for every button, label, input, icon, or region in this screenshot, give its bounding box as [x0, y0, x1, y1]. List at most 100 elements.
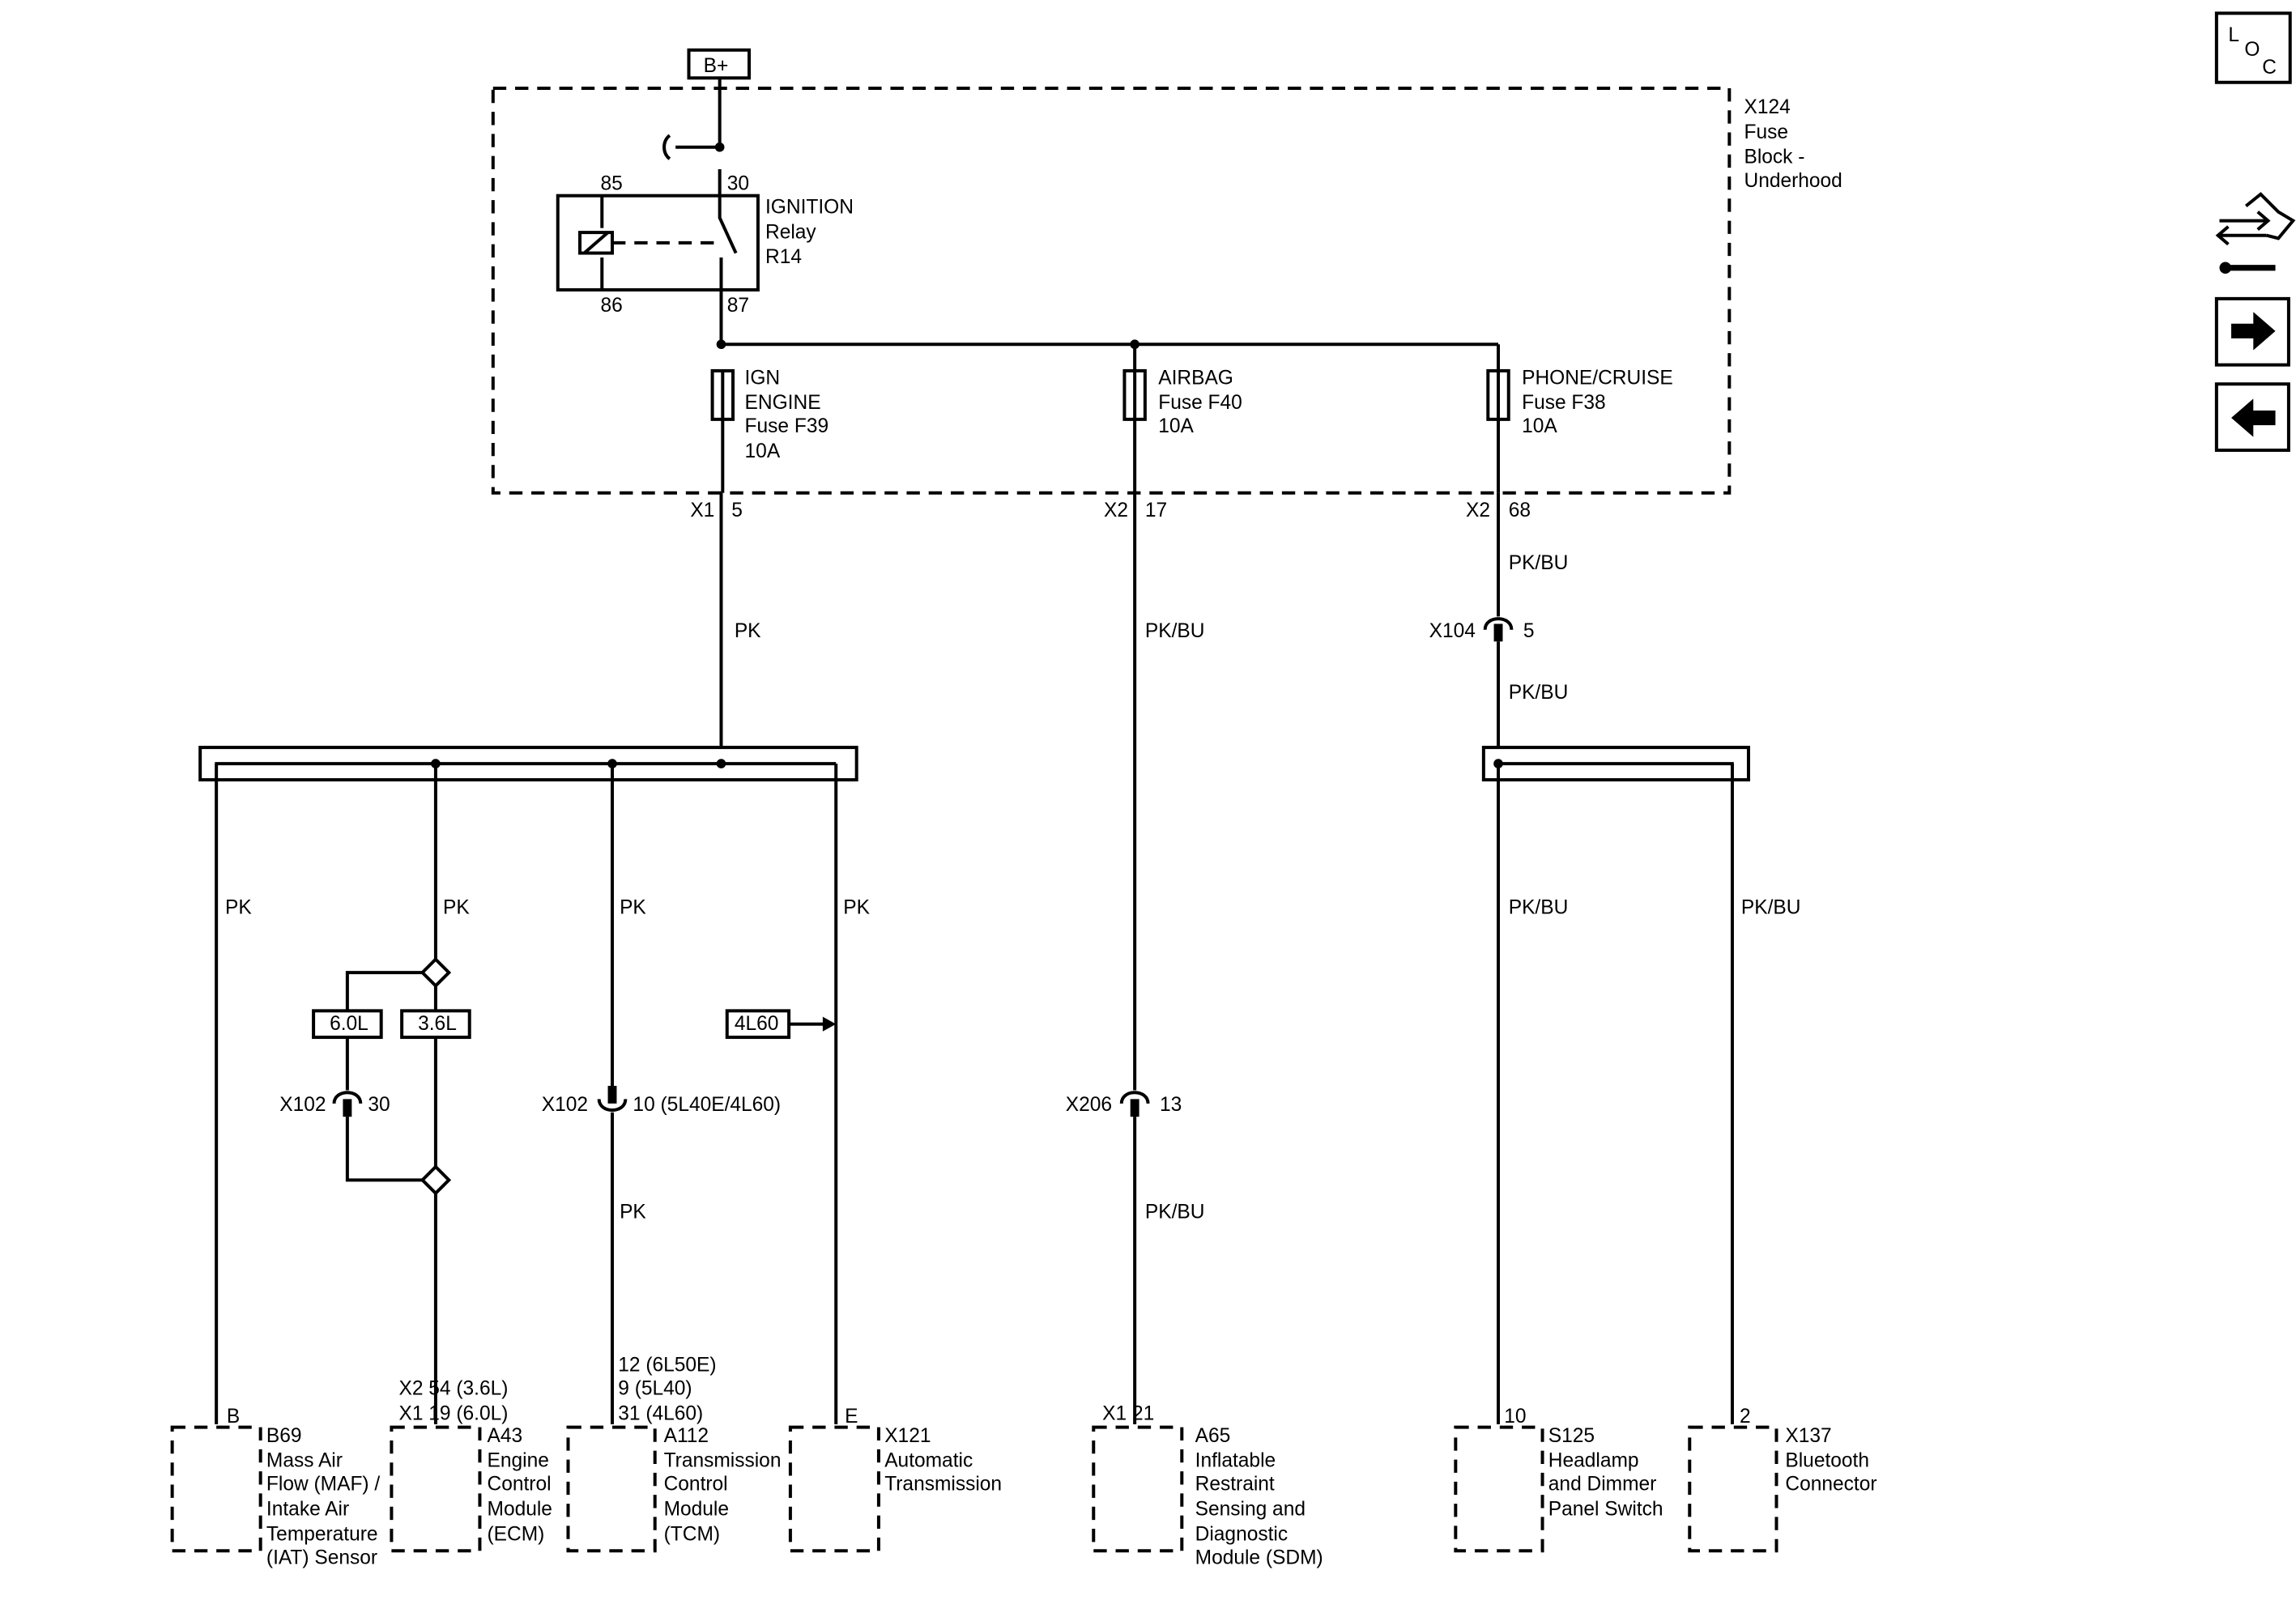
relay-pin-labels: 85 30 86 87: [600, 172, 749, 317]
svg-text:Module: Module: [664, 1499, 729, 1521]
wire-color-pk: PK: [843, 896, 870, 918]
svg-text:Transmission: Transmission: [884, 1474, 1002, 1496]
svg-text:X104: X104: [1429, 620, 1476, 642]
svg-text:S125: S125: [1548, 1425, 1595, 1447]
svg-text:30: 30: [727, 172, 749, 194]
fuse-block-connector-labels: X1 5 X2 17 X2 68: [690, 500, 1531, 521]
component-a65: X1 21 A65 Inflatable Restraint Sensing a…: [1092, 1403, 1323, 1569]
wire-color-pkbu: PK/BU: [1741, 896, 1801, 918]
component-x137: 2 X137 Bluetooth Connector: [1688, 1406, 1877, 1553]
svg-text:X1 19 (6.0L): X1 19 (6.0L): [398, 1403, 508, 1425]
svg-text:A112: A112: [664, 1425, 709, 1447]
svg-text:10A: 10A: [1158, 415, 1194, 437]
svg-text:X121: X121: [884, 1425, 931, 1447]
svg-text:X206: X206: [1066, 1094, 1112, 1116]
previous-page-icon: [2231, 398, 2276, 437]
svg-text:Fuse F39: Fuse F39: [745, 415, 829, 437]
svg-text:X2: X2: [1466, 500, 1490, 521]
svg-text:87: 87: [727, 295, 749, 317]
svg-text:IGNITION: IGNITION: [765, 196, 854, 218]
svg-text:Block -: Block -: [1744, 147, 1805, 168]
svg-text:X1: X1: [690, 500, 714, 521]
svg-text:Panel Switch: Panel Switch: [1548, 1499, 1663, 1521]
svg-text:A43: A43: [488, 1425, 523, 1447]
loc-button[interactable]: L O C: [2214, 11, 2292, 84]
svg-text:10 (5L40E/4L60): 10 (5L40E/4L60): [633, 1094, 781, 1116]
inline-connector-x102-tcm: X102 10 (5L40E/4L60): [542, 1086, 781, 1116]
svg-text:R14: R14: [765, 246, 802, 268]
splice-bar-right: [1481, 746, 1750, 782]
wire-color-pk: PK: [620, 1202, 646, 1223]
svg-text:Engine: Engine: [488, 1450, 549, 1472]
wire-color-pkbu: PK/BU: [1509, 896, 1569, 918]
fuse-block-label: X124 Fuse Block - Underhood: [1744, 96, 1842, 192]
splice-bar-left: [198, 746, 858, 782]
svg-text:(IAT) Sensor: (IAT) Sensor: [266, 1547, 377, 1569]
next-page-icon: [2231, 312, 2276, 351]
svg-text:X2 54 (3.6L): X2 54 (3.6L): [398, 1378, 508, 1400]
wire-color-pkbu: PK/BU: [1509, 682, 1569, 704]
svg-text:Transmission: Transmission: [664, 1450, 782, 1472]
component-a112: 12 (6L50E) 9 (5L40) 31 (4L60) A112 Trans…: [566, 1355, 782, 1553]
relay-label: IGNITION Relay R14: [765, 196, 854, 268]
svg-text:Inflatable: Inflatable: [1195, 1450, 1276, 1472]
svg-text:10A: 10A: [745, 440, 781, 462]
loc-letter-c: C: [2262, 57, 2277, 79]
previous-page-button[interactable]: [2214, 382, 2290, 453]
svg-text:9 (5L40): 9 (5L40): [618, 1378, 692, 1400]
svg-text:and Dimmer: and Dimmer: [1548, 1474, 1657, 1496]
svg-text:E: E: [845, 1406, 858, 1428]
svg-text:Fuse: Fuse: [1744, 121, 1789, 143]
wire-color-pkbu: PK/BU: [1145, 1202, 1205, 1223]
svg-text:A65: A65: [1195, 1425, 1231, 1447]
repair-info-icon[interactable]: [2215, 192, 2296, 274]
svg-text:Module: Module: [488, 1499, 552, 1521]
transmission-option-4l60: 4L60: [725, 1009, 837, 1040]
inline-connector-x102-ecm: X102 30: [279, 1091, 390, 1117]
svg-text:PHONE/CRUISE: PHONE/CRUISE: [1522, 367, 1673, 389]
svg-text:68: 68: [1509, 500, 1531, 521]
svg-text:86: 86: [600, 295, 622, 317]
fuse-f39: IGN ENGINE Fuse F39 10A: [710, 367, 829, 462]
svg-text:85: 85: [600, 172, 622, 194]
svg-text:Fuse F40: Fuse F40: [1158, 392, 1242, 414]
svg-text:B: B: [227, 1406, 240, 1428]
fuse-f38: PHONE/CRUISE Fuse F38 10A: [1486, 367, 1673, 437]
svg-text:AIRBAG: AIRBAG: [1158, 367, 1233, 389]
svg-text:31 (4L60): 31 (4L60): [618, 1403, 703, 1425]
svg-text:Control: Control: [488, 1474, 552, 1496]
wire-color-pk: PK: [225, 896, 252, 918]
svg-text:X137: X137: [1785, 1425, 1831, 1447]
svg-text:(ECM): (ECM): [488, 1524, 545, 1546]
component-a43: X2 54 (3.6L) X1 19 (6.0L) A43 Engine Con…: [390, 1378, 552, 1553]
engine-option-branch: 6.0L 3.6L: [312, 956, 471, 1167]
svg-text:Mass Air: Mass Air: [266, 1450, 343, 1472]
svg-text:X102: X102: [279, 1094, 326, 1116]
svg-text:13: 13: [1160, 1094, 1182, 1116]
svg-text:4L60: 4L60: [735, 1013, 779, 1035]
svg-text:6.0L: 6.0L: [330, 1013, 368, 1035]
svg-text:(TCM): (TCM): [664, 1524, 720, 1546]
svg-text:10: 10: [1504, 1406, 1526, 1428]
svg-text:X1 21: X1 21: [1102, 1403, 1154, 1425]
wire-color-pkbu: PK/BU: [1145, 620, 1205, 642]
svg-text:Module (SDM): Module (SDM): [1195, 1547, 1323, 1569]
svg-text:B69: B69: [266, 1425, 302, 1447]
svg-text:Automatic: Automatic: [884, 1450, 973, 1472]
svg-text:Flow (MAF) /: Flow (MAF) /: [266, 1474, 380, 1496]
svg-text:Fuse F38: Fuse F38: [1522, 392, 1606, 414]
next-page-button[interactable]: [2214, 296, 2290, 367]
svg-text:ENGINE: ENGINE: [745, 392, 821, 414]
svg-text:Restraint: Restraint: [1195, 1474, 1275, 1496]
loc-letter-l: L: [2228, 24, 2239, 46]
svg-text:IGN: IGN: [745, 367, 781, 389]
svg-text:Relay: Relay: [765, 221, 816, 243]
svg-text:X2: X2: [1104, 500, 1128, 521]
svg-text:Temperature: Temperature: [266, 1524, 378, 1546]
wire-color-pk: PK: [443, 896, 470, 918]
svg-text:Intake Air: Intake Air: [266, 1499, 349, 1521]
fuse-f40: AIRBAG Fuse F40 10A: [1122, 367, 1242, 437]
svg-text:Underhood: Underhood: [1744, 170, 1842, 192]
loc-letter-o: O: [2244, 39, 2260, 61]
component-s125: 10 S125 Headlamp and Dimmer Panel Switch: [1454, 1406, 1663, 1553]
